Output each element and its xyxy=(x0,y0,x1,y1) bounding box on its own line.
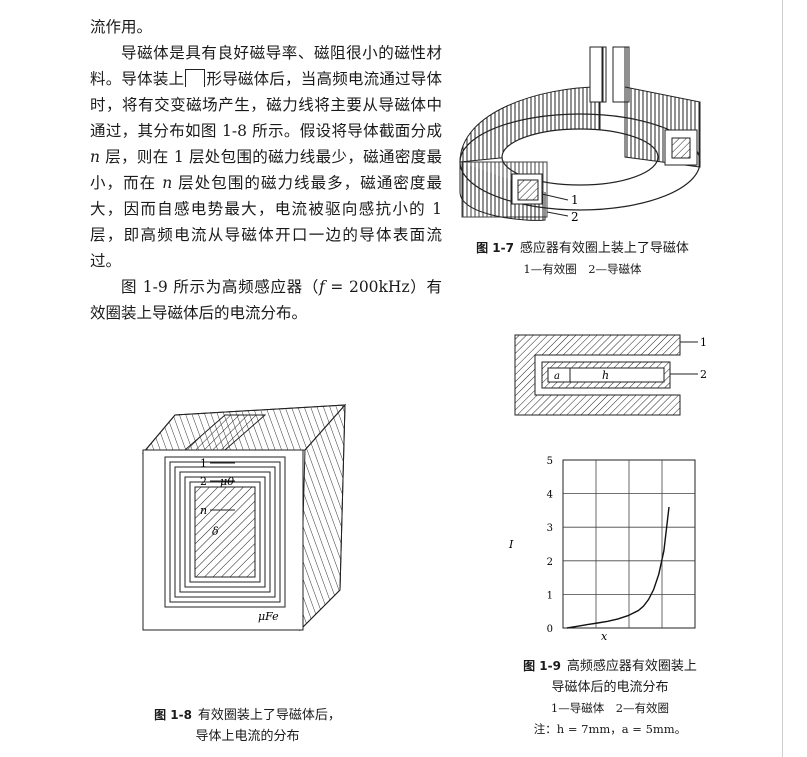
fig17-label-2: 2 xyxy=(571,210,579,224)
p2-var-n: n xyxy=(90,148,100,166)
p2-text-a: 导磁体是具有良好磁导率、磁阻很小的磁性材料。导体装上 xyxy=(90,44,442,88)
figure-1-9-legend: 1—导磁体 2—有效圈 xyxy=(550,701,670,715)
figure-1-9-title-line2: 导磁体后的电流分布 xyxy=(551,680,669,695)
chart-y-tick-label: 2 xyxy=(547,557,553,568)
bracket-shape-icon xyxy=(185,69,206,87)
chart-y-tick-label: 1 xyxy=(547,590,553,601)
fig17-label-1: 1 xyxy=(571,193,579,207)
chart-y-label: I xyxy=(508,538,514,551)
p2-text-b: 形导磁体后，当高频电流通过导体时，将有交变磁场产生，磁力线将主要从导磁体中通过，… xyxy=(90,70,442,140)
figure-1-8-current-distribution: 1 2 μ0 n δ μFe xyxy=(141,403,347,632)
fig18-mufe: μFe xyxy=(258,610,279,623)
chart-y-tick-label: 5 xyxy=(547,456,553,467)
chart-y-tick-label: 0 xyxy=(547,624,553,635)
fig19-label-2: 2 xyxy=(700,368,707,381)
figure-1-7-legend: 1—有效圈 2—导磁体 xyxy=(523,262,642,276)
paragraph-3: 图 1-9 所示为高频感应器（f = 200kHz）有效圈装上导磁体后的电流分布… xyxy=(90,274,442,326)
p3-text-b: = 200kHz）有效圈装上导磁体后的电流分布。 xyxy=(90,278,442,322)
chart-x-label: x xyxy=(601,630,608,643)
chart-y-ticks: 0 1 2 3 4 5 xyxy=(547,456,553,635)
figure-1-7-inductor: 1 2 xyxy=(459,46,701,224)
fig19-label-1: 1 xyxy=(700,336,707,349)
fig18-mu0: μ0 xyxy=(220,475,234,488)
figure-1-9-note: 注：h = 7mm，a = 5mm。 xyxy=(533,722,687,736)
p2-text-d: 层处包围的磁力线最多，磁通密度最大，因而自感电势最大，电流被驱向感抗小的 1 层… xyxy=(90,174,442,270)
chart-series-line xyxy=(566,506,670,629)
chart-grid xyxy=(562,459,696,629)
fig19-dim-a: a xyxy=(554,371,560,382)
chart-y-tick-label: 3 xyxy=(547,523,553,534)
figure-1-9-cross-section: 1 2 a h xyxy=(514,334,707,416)
figure-1-9-chart: 0 1 2 3 4 5 I x xyxy=(508,456,696,643)
paragraph-2: 导磁体是具有良好磁导率、磁阻很小的磁性材料。导体装上形导磁体后，当高频电流通过导… xyxy=(90,40,442,274)
fig18-n: n xyxy=(200,504,207,517)
p3-var-f: f xyxy=(319,278,325,296)
p2-text-c: 层，则在 1 层处包围的磁力线最少，磁通密度最小，而在 xyxy=(90,148,442,192)
fig19-dim-h: h xyxy=(602,369,609,382)
p2-var-n2: n xyxy=(162,174,173,192)
fig18-delta: δ xyxy=(212,525,219,538)
p3-text-a: 图 1-9 所示为高频感应器（ xyxy=(121,278,319,296)
figure-1-8-title-line2: 导体上电流的分布 xyxy=(195,729,300,744)
page-edge xyxy=(782,0,783,757)
fig18-label-2: 2 xyxy=(200,475,207,488)
fig18-label-1: 1 xyxy=(200,457,207,470)
body-text: 流作用。 导磁体是具有良好磁导率、磁阻很小的磁性材料。导体装上形导磁体后，当高频… xyxy=(90,14,442,326)
chart-y-tick-label: 4 xyxy=(547,490,553,501)
paragraph-1: 流作用。 xyxy=(90,18,153,36)
